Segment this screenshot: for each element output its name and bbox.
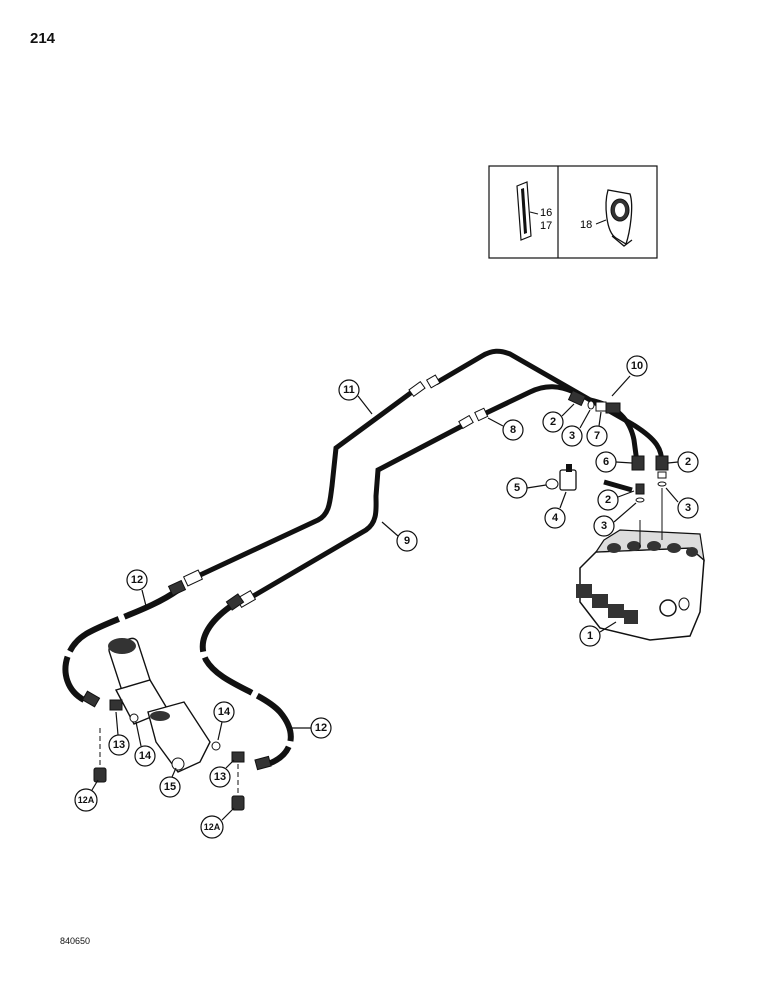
relief-valve-fitting [545,464,577,491]
control-valve-body [576,488,705,641]
inset-label-16: 16 [540,207,552,219]
inset-label-17: 17 [540,220,552,232]
elbow-fitting-group-upper [567,389,621,414]
part-callouts [74,355,699,839]
hydraulic-tube-9 [235,384,641,609]
callout-6: 6 [603,456,609,468]
callout-9: 9 [404,535,410,547]
cylinder-fittings [93,699,245,811]
illustration-reference-code: 840650 [60,936,91,946]
hydraulic-hose-12-right [199,593,294,771]
callout-12-right: 12 [315,722,327,734]
callout-2-upper: 2 [550,416,556,428]
callout-11: 11 [343,384,355,396]
callout-13-left: 13 [113,739,125,751]
callout-labels: 10 11 8 2 3 7 6 2 3 5 2 4 3 9 1 12 12 13… [78,360,691,832]
callout-14-left: 14 [139,750,152,762]
callout-7: 7 [594,430,600,442]
hydraulic-tube-11 [182,348,665,587]
hose-bracket-icon [605,189,633,247]
retaining-strip-icon [516,181,532,241]
callout-3-right: 3 [685,502,691,514]
callout-12A-left: 12A [78,795,95,805]
callout-8: 8 [510,424,516,436]
inset-label-18: 18 [580,219,592,231]
callout-5: 5 [514,482,520,494]
page-number: 214 [30,30,56,47]
callout-10: 10 [631,360,643,372]
callout-1: 1 [587,630,593,642]
callout-4: 4 [552,512,559,524]
callout-13-right: 13 [214,771,226,783]
callout-2-right: 2 [685,456,691,468]
callout-12-left: 12 [131,574,143,586]
inset-detail-box: 16 17 18 [488,165,658,259]
callout-15: 15 [164,781,176,793]
callout-2-mid: 2 [605,494,611,506]
callout-12A-right: 12A [204,822,221,832]
callout-14-right: 14 [218,706,231,718]
valve-port-fittings [603,455,669,503]
callout-3-upper: 3 [569,430,575,442]
hydraulic-cylinder-15 [108,637,211,773]
callout-3-mid: 3 [601,520,607,532]
hydraulic-hose-12-left [62,579,187,708]
